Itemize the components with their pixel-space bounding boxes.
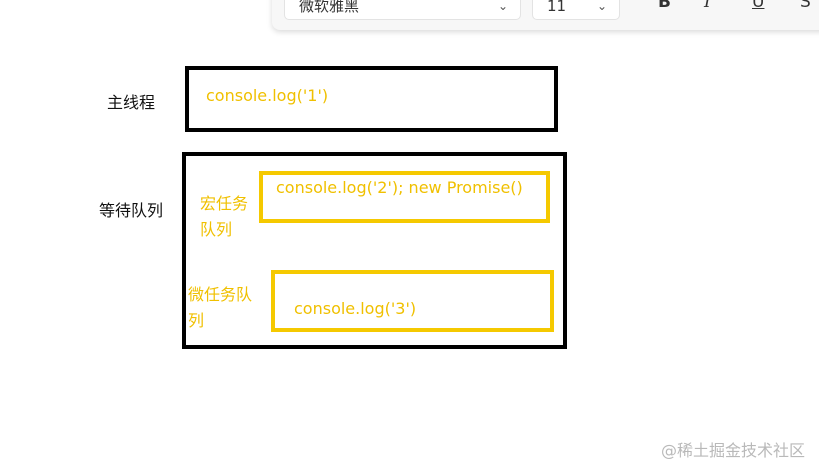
waiting-queue-label: 等待队列 bbox=[99, 201, 164, 220]
waiting-queue-box bbox=[182, 152, 567, 349]
font-family-value: 微软雅黑 bbox=[299, 0, 360, 15]
underline-icon[interactable]: U bbox=[752, 0, 765, 12]
main-thread-box: console.log('1') bbox=[185, 66, 558, 132]
macro-task-box: console.log('2'); new Promise() bbox=[259, 171, 550, 223]
watermark-text: @稀土掘金技术社区 bbox=[660, 441, 805, 460]
format-toolbar: 微软雅黑 ⌄ 11 ⌄ B I U S bbox=[272, 0, 819, 30]
micro-task-box: console.log('3') bbox=[271, 270, 554, 332]
italic-icon[interactable]: I bbox=[704, 0, 711, 12]
font-family-select[interactable]: 微软雅黑 ⌄ bbox=[284, 0, 521, 20]
micro-task-label: 微任务队列 bbox=[188, 285, 253, 330]
main-thread-code: console.log('1') bbox=[206, 86, 329, 105]
bold-icon[interactable]: B bbox=[658, 0, 671, 12]
macro-task-code: console.log('2'); new Promise() bbox=[276, 178, 523, 197]
font-size-value: 11 bbox=[547, 0, 567, 15]
font-size-select[interactable]: 11 ⌄ bbox=[532, 0, 620, 20]
macro-task-label: 宏任务队列 bbox=[200, 194, 249, 239]
chevron-down-icon: ⌄ bbox=[497, 0, 508, 13]
main-thread-label: 主线程 bbox=[107, 93, 156, 112]
micro-task-code: console.log('3') bbox=[294, 299, 417, 318]
strikethrough-icon[interactable]: S bbox=[800, 0, 811, 12]
chevron-down-icon: ⌄ bbox=[596, 0, 607, 13]
